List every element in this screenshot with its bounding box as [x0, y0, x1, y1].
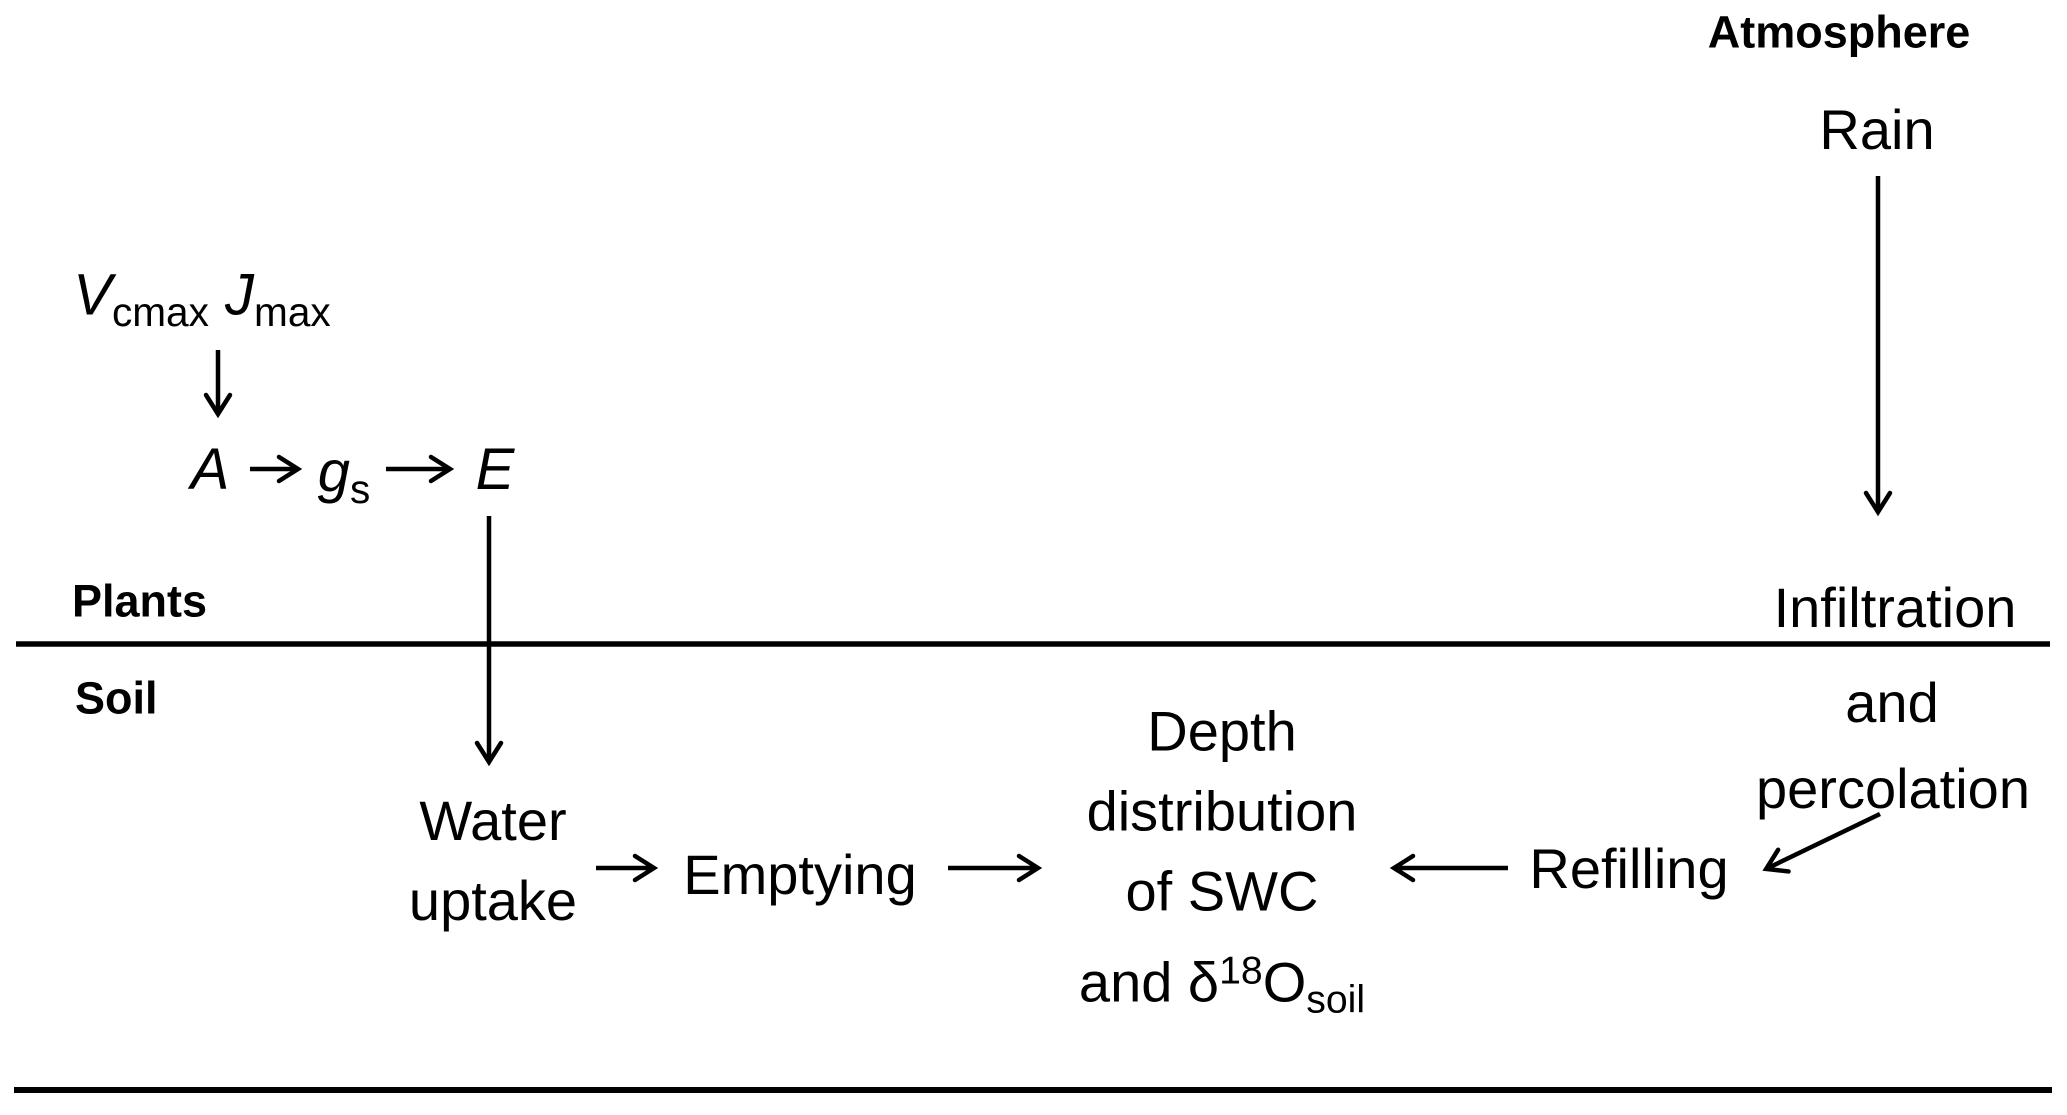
infiltration-line3: percolation	[1756, 757, 2030, 821]
rain-node: Rain	[1819, 98, 1935, 162]
depth-line3: of SWC	[1125, 859, 1319, 923]
depth-line1: Depth	[1147, 699, 1297, 763]
delta-symbol: δ	[1187, 950, 1220, 1014]
vcmax-jmax-node: Vcmax Jmax	[73, 262, 331, 335]
jmax-symbol: J	[225, 262, 255, 328]
isotope-subscript: soil	[1306, 978, 1366, 1022]
soil-label: Soil	[75, 672, 158, 724]
depth-line2: distribution	[1086, 779, 1358, 843]
depth-distribution-node: Depth distribution of SWC and δ18Osoil	[1079, 692, 1365, 1041]
gs-symbol: g	[317, 439, 350, 505]
depth-line4: and δ18Osoil	[1079, 932, 1365, 1041]
infiltration-line1: Infiltration	[1773, 576, 2017, 640]
infiltration-line2: and	[1845, 671, 1939, 735]
assimilation-node: A	[190, 437, 230, 503]
isotope-superscript: 18	[1219, 949, 1263, 993]
water-uptake-line2: uptake	[408, 869, 578, 932]
arrow-percolation-to-refilling	[1762, 811, 1881, 874]
emptying-node: Emptying	[683, 843, 917, 907]
atmosphere-label: Atmosphere	[1707, 6, 1971, 58]
water-uptake-node: Water uptake	[409, 781, 577, 941]
transpiration-node: E	[475, 437, 515, 503]
jmax-subscript: max	[254, 288, 331, 335]
depth-line4-prefix: and	[1078, 950, 1188, 1014]
oxygen-symbol: O	[1262, 950, 1307, 1014]
gs-subscript: s	[349, 465, 371, 512]
stomatal-conductance-node: gs	[317, 439, 371, 512]
plants-label: Plants	[72, 575, 208, 627]
refilling-node: Refilling	[1529, 837, 1729, 901]
vcmax-symbol: V	[73, 262, 112, 328]
vcmax-subscript: cmax	[111, 288, 209, 335]
water-uptake-line1: Water	[419, 789, 567, 852]
